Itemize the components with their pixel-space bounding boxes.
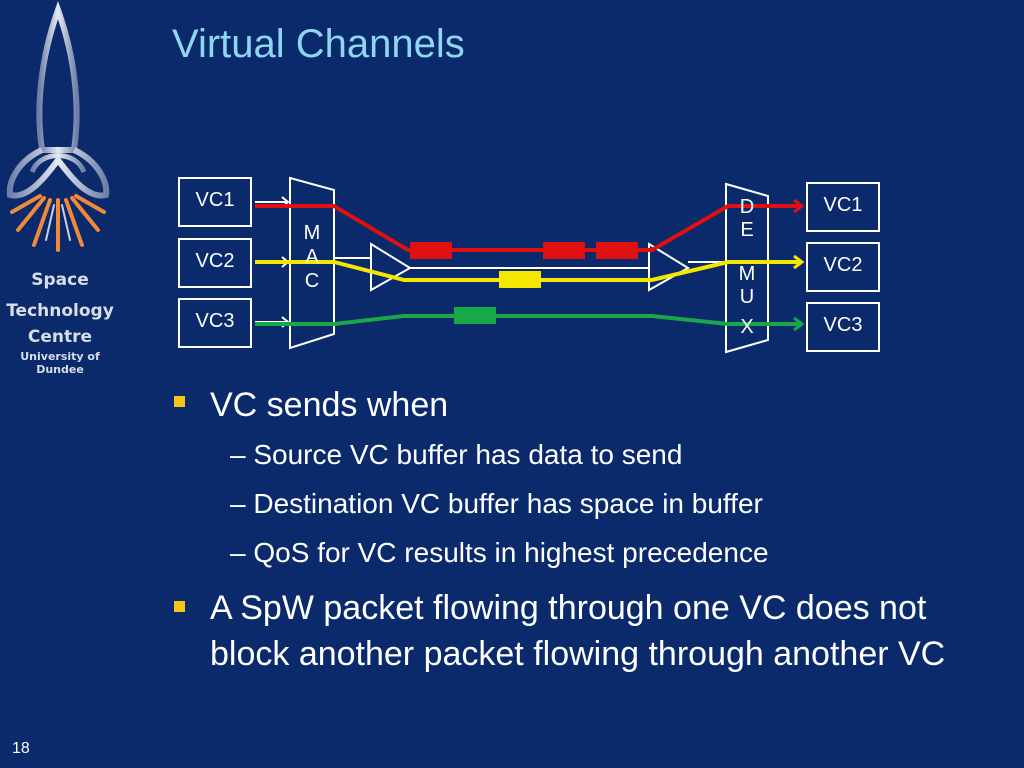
demux-letter: M (738, 263, 756, 285)
vc1-packet (543, 242, 585, 259)
transmitter-symbol (370, 242, 412, 292)
demux-letter: D (739, 196, 755, 218)
slide-title: Virtual Channels (172, 22, 465, 66)
mac-letter: M (303, 222, 321, 244)
demux-letter: U (739, 286, 755, 308)
virtual-channel-diagram: VC1 VC2 VC3 VC1 VC2 VC3 M A C D E M U X (178, 176, 880, 354)
space-technology-centre-logo: Space Technology Centre University of Du… (0, 0, 120, 380)
sub-bullet-item: – QoS for VC results in highest preceden… (230, 537, 769, 568)
sub-bullet-text: Source VC buffer has data to send (253, 439, 683, 470)
source-vc1-box: VC1 (178, 177, 252, 227)
mac-letter: C (304, 270, 320, 292)
demux-letter: E (740, 219, 754, 241)
demux-letter: X (740, 316, 754, 338)
dest-vc2-box: VC2 (806, 242, 880, 292)
dest-vc1-box: VC1 (806, 182, 880, 232)
bullet-item: VC sends when (210, 386, 449, 424)
sub-bullet-item: – Destination VC buffer has space in buf… (230, 488, 763, 519)
dest-vc3-box: VC3 (806, 302, 880, 352)
logo-text-line4: University of Dundee (20, 350, 100, 376)
demux-block (725, 182, 769, 354)
page-number: 18 (12, 740, 30, 757)
bullet-square (174, 396, 185, 407)
sub-bullet-item: – Source VC buffer has data to send (230, 439, 683, 470)
source-vc3-box: VC3 (178, 298, 252, 348)
bullet-square (174, 601, 185, 612)
mac-block (289, 176, 335, 350)
sub-bullet-text: QoS for VC results in highest precedence (253, 537, 769, 568)
source-vc2-box: VC2 (178, 238, 252, 288)
diagram-graphics (255, 176, 805, 354)
vc1-packet (410, 242, 452, 259)
vc1-path (255, 204, 800, 252)
sub-bullet-text: Destination VC buffer has space in buffe… (253, 488, 763, 519)
rocket-icon (6, 1, 110, 252)
logo-text-line2: Technology (6, 301, 114, 321)
vc2-packet (499, 271, 541, 288)
bullet-item: A SpW packet flowing through one VC does… (210, 589, 946, 673)
receiver-symbol (648, 242, 690, 292)
mac-letter: A (305, 246, 319, 268)
vc3-path (255, 314, 800, 326)
vc1-packet (596, 242, 638, 259)
logo-text-line1: Space (31, 270, 89, 290)
logo-text-line3: Centre (27, 327, 93, 347)
vc3-packet (454, 307, 496, 324)
